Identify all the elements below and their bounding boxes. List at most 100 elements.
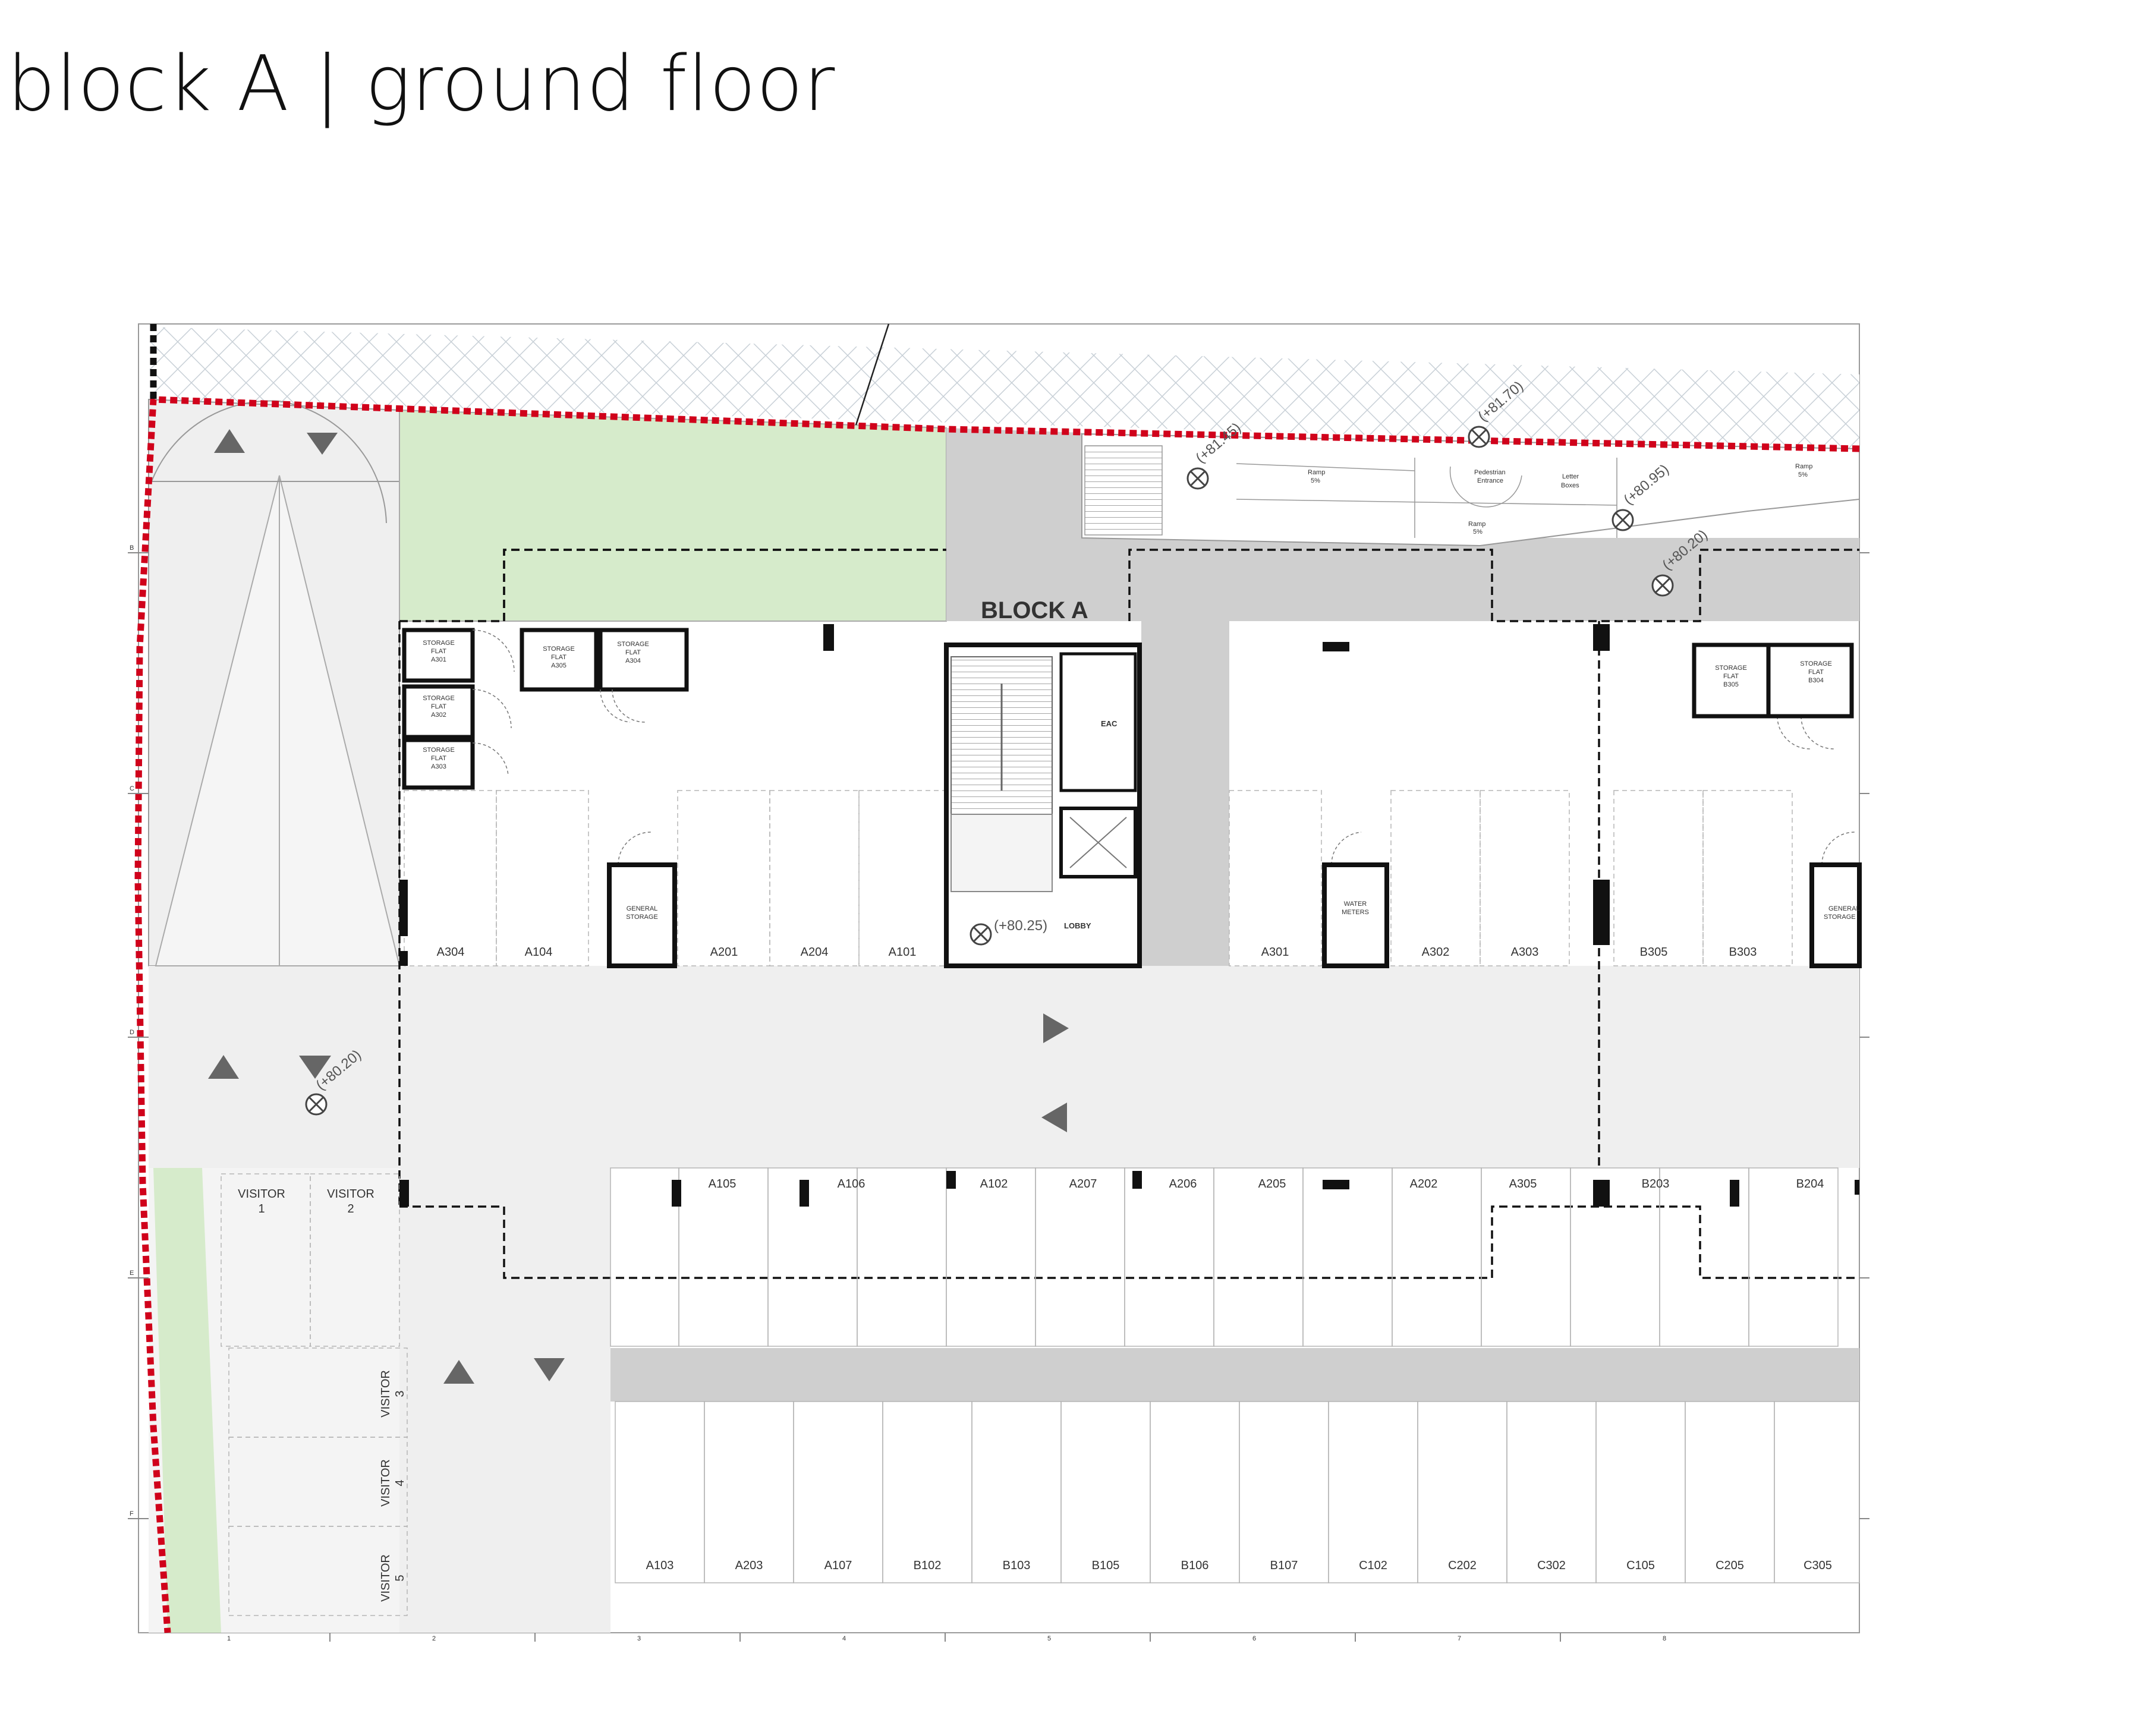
svg-text:D: D (130, 1029, 134, 1036)
south-row-labels: A103 A203 A107 B102 B103 B105 B106 B107 … (646, 1559, 1832, 1572)
letter-label: Letter (1562, 473, 1579, 480)
structural-columns (399, 624, 1859, 1207)
space-label: C305 (1804, 1559, 1832, 1572)
space-label: A303 (1511, 946, 1539, 959)
entrance-plane-right (279, 475, 401, 966)
svg-text:4: 4 (842, 1635, 846, 1642)
space-label: A203 (735, 1559, 763, 1572)
space-label: A104 (525, 946, 553, 959)
space-label: C105 (1626, 1559, 1655, 1572)
space-label: C102 (1359, 1559, 1387, 1572)
svg-text:8: 8 (1663, 1635, 1666, 1642)
space-label: A204 (801, 946, 829, 959)
space-label: B102 (914, 1559, 942, 1572)
landscape-west (153, 1168, 221, 1633)
ramp-3-pct: 5% (1798, 471, 1808, 478)
storage-rooms-left (402, 628, 689, 790)
space-label: B303 (1729, 946, 1757, 959)
space-label: A305 (1509, 1177, 1537, 1191)
svg-text:6: 6 (1252, 1635, 1256, 1642)
ped-door-arc (1449, 466, 1522, 508)
ramp-line-2 (1236, 499, 1617, 506)
landscape-north (399, 409, 947, 622)
visitor-bays (221, 1173, 408, 1616)
ramp-line-1 (1236, 463, 1415, 471)
eac-room (1059, 652, 1137, 792)
leader-line (855, 323, 890, 426)
direction-arrows (208, 429, 1069, 1384)
space-label: A105 (709, 1177, 736, 1191)
gate-arc-right (279, 401, 387, 524)
space-label: A103 (646, 1559, 674, 1572)
page-title: block A | ground floor (7, 40, 836, 128)
stair-landing (950, 814, 1053, 892)
lobby-label: LOBBY (1064, 921, 1091, 930)
building-outline-east (1128, 549, 1859, 622)
space-label: C205 (1716, 1559, 1744, 1572)
core-circulation (946, 428, 1859, 966)
block-a-label: BLOCK A (981, 597, 1088, 623)
lift-cross (1069, 817, 1127, 868)
level-80-25: (+80.25) (994, 918, 1047, 934)
gate-arc-left (151, 400, 280, 482)
grid-col-labels: 1 2 3 4 5 6 7 8 (227, 1635, 1666, 1642)
pedestrian-label: Pedestrian (1474, 469, 1506, 476)
space-label: A302 (1422, 946, 1450, 959)
north-row-labels: A304 A104 A201 A204 A101 A301 A302 A303 … (437, 946, 1757, 959)
pavement-hatch (150, 327, 1859, 449)
south-parking-bays (615, 1401, 1860, 1583)
space-label: B203 (1642, 1177, 1670, 1191)
space-label: B204 (1796, 1177, 1824, 1191)
space-label: A202 (1410, 1177, 1438, 1191)
entrance-label: Entrance (1477, 477, 1503, 484)
middle-parking-bays (610, 1167, 1839, 1347)
svg-text:C: C (130, 785, 134, 792)
entrance-stair (1084, 445, 1163, 536)
middle-row-labels: A105 A106 A102 A207 A206 A205 A202 A305 … (709, 1177, 1824, 1191)
ramp-2-label: Ramp (1468, 521, 1485, 528)
svg-text:B: B (130, 544, 134, 552)
grid-row-labels: B C D E F (130, 544, 134, 1517)
svg-text:2: 2 (432, 1635, 436, 1642)
svg-text:E: E (130, 1270, 134, 1277)
svg-text:5: 5 (1047, 1635, 1051, 1642)
space-label: B305 (1640, 946, 1668, 959)
svg-text:F: F (130, 1510, 134, 1517)
grid-row-ticks (128, 552, 1869, 1519)
road-south-access (399, 1168, 610, 1633)
eac-label: EAC (1101, 719, 1118, 728)
space-label: A101 (889, 946, 917, 959)
space-label: B107 (1270, 1559, 1298, 1572)
svg-text:7: 7 (1458, 1635, 1461, 1642)
ramp-1-label: Ramp (1308, 469, 1325, 476)
space-label: A304 (437, 946, 465, 959)
svg-text:1: 1 (227, 1635, 231, 1642)
space-label: A207 (1069, 1177, 1097, 1191)
space-label: A205 (1258, 1177, 1286, 1191)
space-label: C302 (1537, 1559, 1566, 1572)
north-parking-bays (404, 790, 1793, 966)
space-label: C202 (1448, 1559, 1477, 1572)
space-label: A206 (1169, 1177, 1197, 1191)
space-label: A102 (980, 1177, 1008, 1191)
space-label: B105 (1092, 1559, 1120, 1572)
space-label: B106 (1181, 1559, 1209, 1572)
space-label: A107 (824, 1559, 852, 1572)
storage-rooms-right (1692, 643, 1854, 719)
ramp-3-label: Ramp (1795, 463, 1812, 470)
space-label: A301 (1261, 946, 1289, 959)
